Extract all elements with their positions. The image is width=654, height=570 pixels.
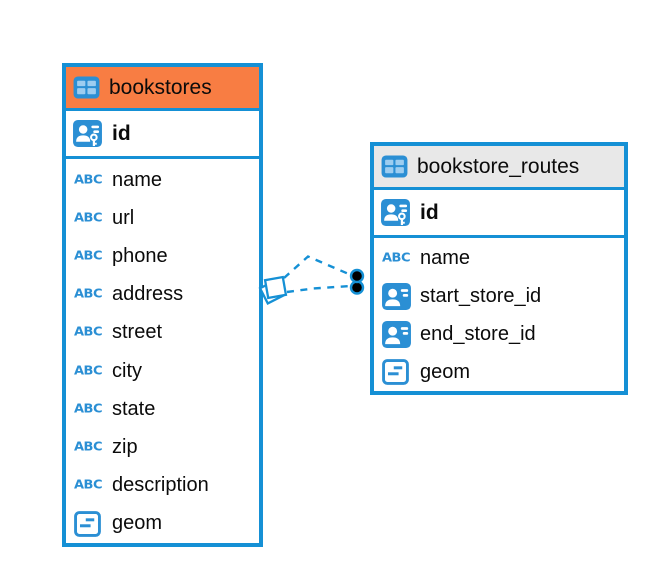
dot-marker-front — [349, 268, 365, 284]
text-type-icon: ABC — [74, 326, 103, 340]
text-type-icon: ABC — [382, 251, 411, 266]
column-row-state[interactable]: ABC state — [66, 390, 259, 428]
column-name: id — [112, 121, 131, 145]
column-row-end-store-id[interactable]: end_store_id — [374, 316, 624, 354]
primary-key-icon — [73, 120, 102, 147]
foreign-key-icon — [382, 283, 411, 310]
column-row-geom[interactable]: geom — [66, 505, 259, 543]
dot-marker-back — [349, 280, 365, 295]
text-type-icon: ABC — [74, 440, 103, 455]
relationship-line-upper[interactable] — [283, 255, 352, 279]
column-name: start_store_id — [420, 285, 542, 308]
relationship-many-end-diamonds[interactable] — [258, 275, 288, 305]
column-name: geom — [112, 512, 163, 535]
column-name: address — [112, 283, 184, 306]
text-type-icon: ABC — [74, 364, 103, 379]
text-type-icon: ABC — [74, 249, 103, 264]
column-row-zip[interactable]: ABC zip — [66, 428, 259, 466]
text-type-icon: ABC — [74, 402, 103, 417]
column-row-city[interactable]: ABC city — [66, 352, 259, 390]
column-row-start-store-id[interactable]: start_store_id — [374, 278, 624, 316]
foreign-key-icon — [382, 321, 411, 348]
column-row-address[interactable]: ABC address — [66, 276, 259, 314]
column-row-id[interactable]: id — [374, 190, 624, 235]
column-row-name[interactable]: ABC name — [374, 240, 624, 278]
column-row-street[interactable]: ABC street — [66, 314, 259, 352]
column-name: name — [112, 168, 163, 191]
column-row-id[interactable]: id — [66, 111, 259, 156]
primary-key-icon — [381, 199, 410, 226]
text-type-icon: ABC — [74, 478, 103, 493]
column-row-name[interactable]: ABC name — [66, 161, 259, 199]
geometry-type-icon — [382, 359, 409, 385]
diamond-marker-back — [258, 279, 285, 305]
diamond-marker-front — [263, 275, 288, 300]
divider — [374, 187, 624, 190]
column-row-phone[interactable]: ABC phone — [66, 237, 259, 275]
divider — [374, 235, 624, 238]
table-name: bookstore_routes — [417, 154, 580, 178]
column-name: id — [420, 200, 439, 224]
table-icon — [73, 76, 100, 99]
column-row-geom[interactable]: geom — [374, 353, 624, 391]
column-name: street — [112, 321, 163, 344]
text-type-icon: ABC — [74, 173, 103, 187]
column-name: state — [112, 397, 156, 420]
entity-bookstores-header[interactable]: bookstores — [66, 67, 259, 108]
relationship-line-lower[interactable] — [286, 284, 352, 294]
column-name: city — [112, 359, 142, 382]
divider — [66, 108, 259, 111]
entity-bookstore-routes-header[interactable]: bookstore_routes — [374, 146, 624, 187]
entity-bookstore-routes[interactable]: bookstore_routes id ABC name start_store… — [370, 142, 628, 395]
text-type-icon: ABC — [74, 211, 103, 226]
column-row-url[interactable]: ABC url — [66, 199, 259, 237]
column-row-description[interactable]: ABC description — [66, 467, 259, 505]
column-name: url — [112, 206, 135, 229]
table-icon — [381, 155, 408, 178]
table-name: bookstores — [109, 75, 212, 99]
entity-bookstores[interactable]: bookstores id ABC name ABC url ABC phone… — [62, 63, 263, 547]
column-name: phone — [112, 245, 168, 267]
divider — [66, 156, 259, 159]
column-name: end_store_id — [420, 322, 536, 345]
text-type-icon: ABC — [74, 287, 103, 302]
relationship-one-end-dots[interactable] — [349, 268, 365, 295]
column-name: name — [420, 247, 471, 270]
column-name: description — [112, 474, 209, 497]
column-name: zip — [112, 436, 138, 459]
column-name: geom — [420, 360, 471, 383]
geometry-type-icon — [74, 511, 101, 537]
